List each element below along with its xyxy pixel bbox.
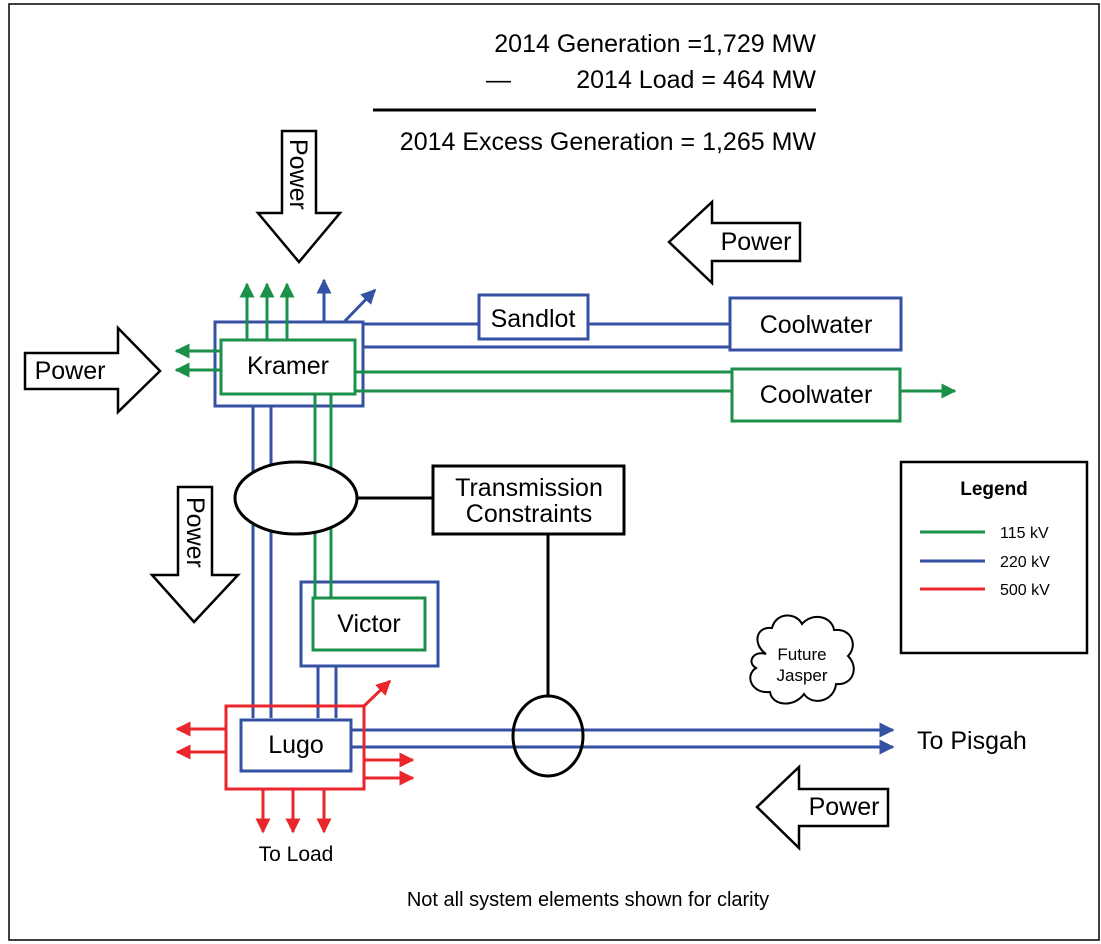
power-arrow-bottom-right: Power (755, 764, 890, 851)
sandlot-label: Sandlot (491, 305, 576, 333)
substation-lugo: Lugo (239, 718, 353, 773)
generation-text: 2014 Generation =1,729 MW (494, 30, 816, 58)
transmission-constraints (233, 460, 626, 778)
footnote: Not all system elements shown for clarit… (407, 889, 769, 911)
legend-label-500: 500 kV (1000, 582, 1050, 599)
victor-115kv-box (311, 596, 427, 652)
power-arrow-top-right-label: Power (721, 228, 792, 256)
to-pisgah-label: To Pisgah (917, 727, 1027, 755)
substation-coolwater-220: Coolwater (728, 296, 903, 352)
future-jasper-cloud: Future Jasper (749, 614, 855, 705)
substation-coolwater-115: Coolwater (730, 367, 902, 423)
lugo-500kv-box (224, 704, 366, 791)
excess-text: 2014 Excess Generation = 1,265 MW (400, 128, 817, 156)
constraint-circle-lugo (511, 694, 585, 778)
kramer-label: Kramer (247, 352, 329, 380)
power-arrow-top-right: Power (667, 199, 802, 286)
power-arrow-bottom-right-label: Power (809, 793, 880, 821)
constraints-line-2: Constraints (466, 500, 592, 528)
minus-sign: — (486, 66, 511, 94)
load-text: 2014 Load = 464 MW (576, 66, 816, 94)
lines-500kv (175, 679, 415, 834)
victor-220kv-box (299, 580, 440, 668)
lines-220kv (213, 278, 895, 755)
constraint-ellipse-kramer (233, 460, 359, 536)
power-arrow-left-down: Power (149, 485, 241, 624)
victor-label: Victor (337, 610, 400, 638)
jasper-label: Jasper (776, 666, 827, 685)
coolwater-220-label: Coolwater (760, 311, 873, 339)
legend: Legend 115 kV 220 kV 500 kV (899, 460, 1089, 655)
coolwater-115-label: Coolwater (760, 381, 873, 409)
power-arrow-top-label: Power (284, 139, 312, 210)
kramer-220kv-box (213, 320, 365, 408)
lugo-label: Lugo (268, 731, 324, 759)
constraints-box (431, 464, 626, 536)
substation-sandlot: Sandlot (477, 293, 590, 341)
power-arrow-left: Power (23, 324, 162, 415)
frame-border (8, 3, 1100, 941)
legend-label-115: 115 kV (1000, 525, 1049, 542)
power-arrow-left-label: Power (35, 357, 106, 385)
legend-label-220: 220 kV (1000, 554, 1050, 571)
generation-summary: 2014 Generation =1,729 MW — 2014 Load = … (373, 30, 816, 156)
constraints-line-1: Transmission (455, 474, 603, 502)
future-label: Future (777, 645, 826, 664)
legend-box (899, 460, 1089, 655)
power-arrow-left-down-label: Power (181, 497, 209, 568)
power-arrow-top: Power (255, 129, 343, 264)
to-load-label: To Load (259, 843, 334, 866)
legend-title: Legend (960, 479, 1028, 500)
